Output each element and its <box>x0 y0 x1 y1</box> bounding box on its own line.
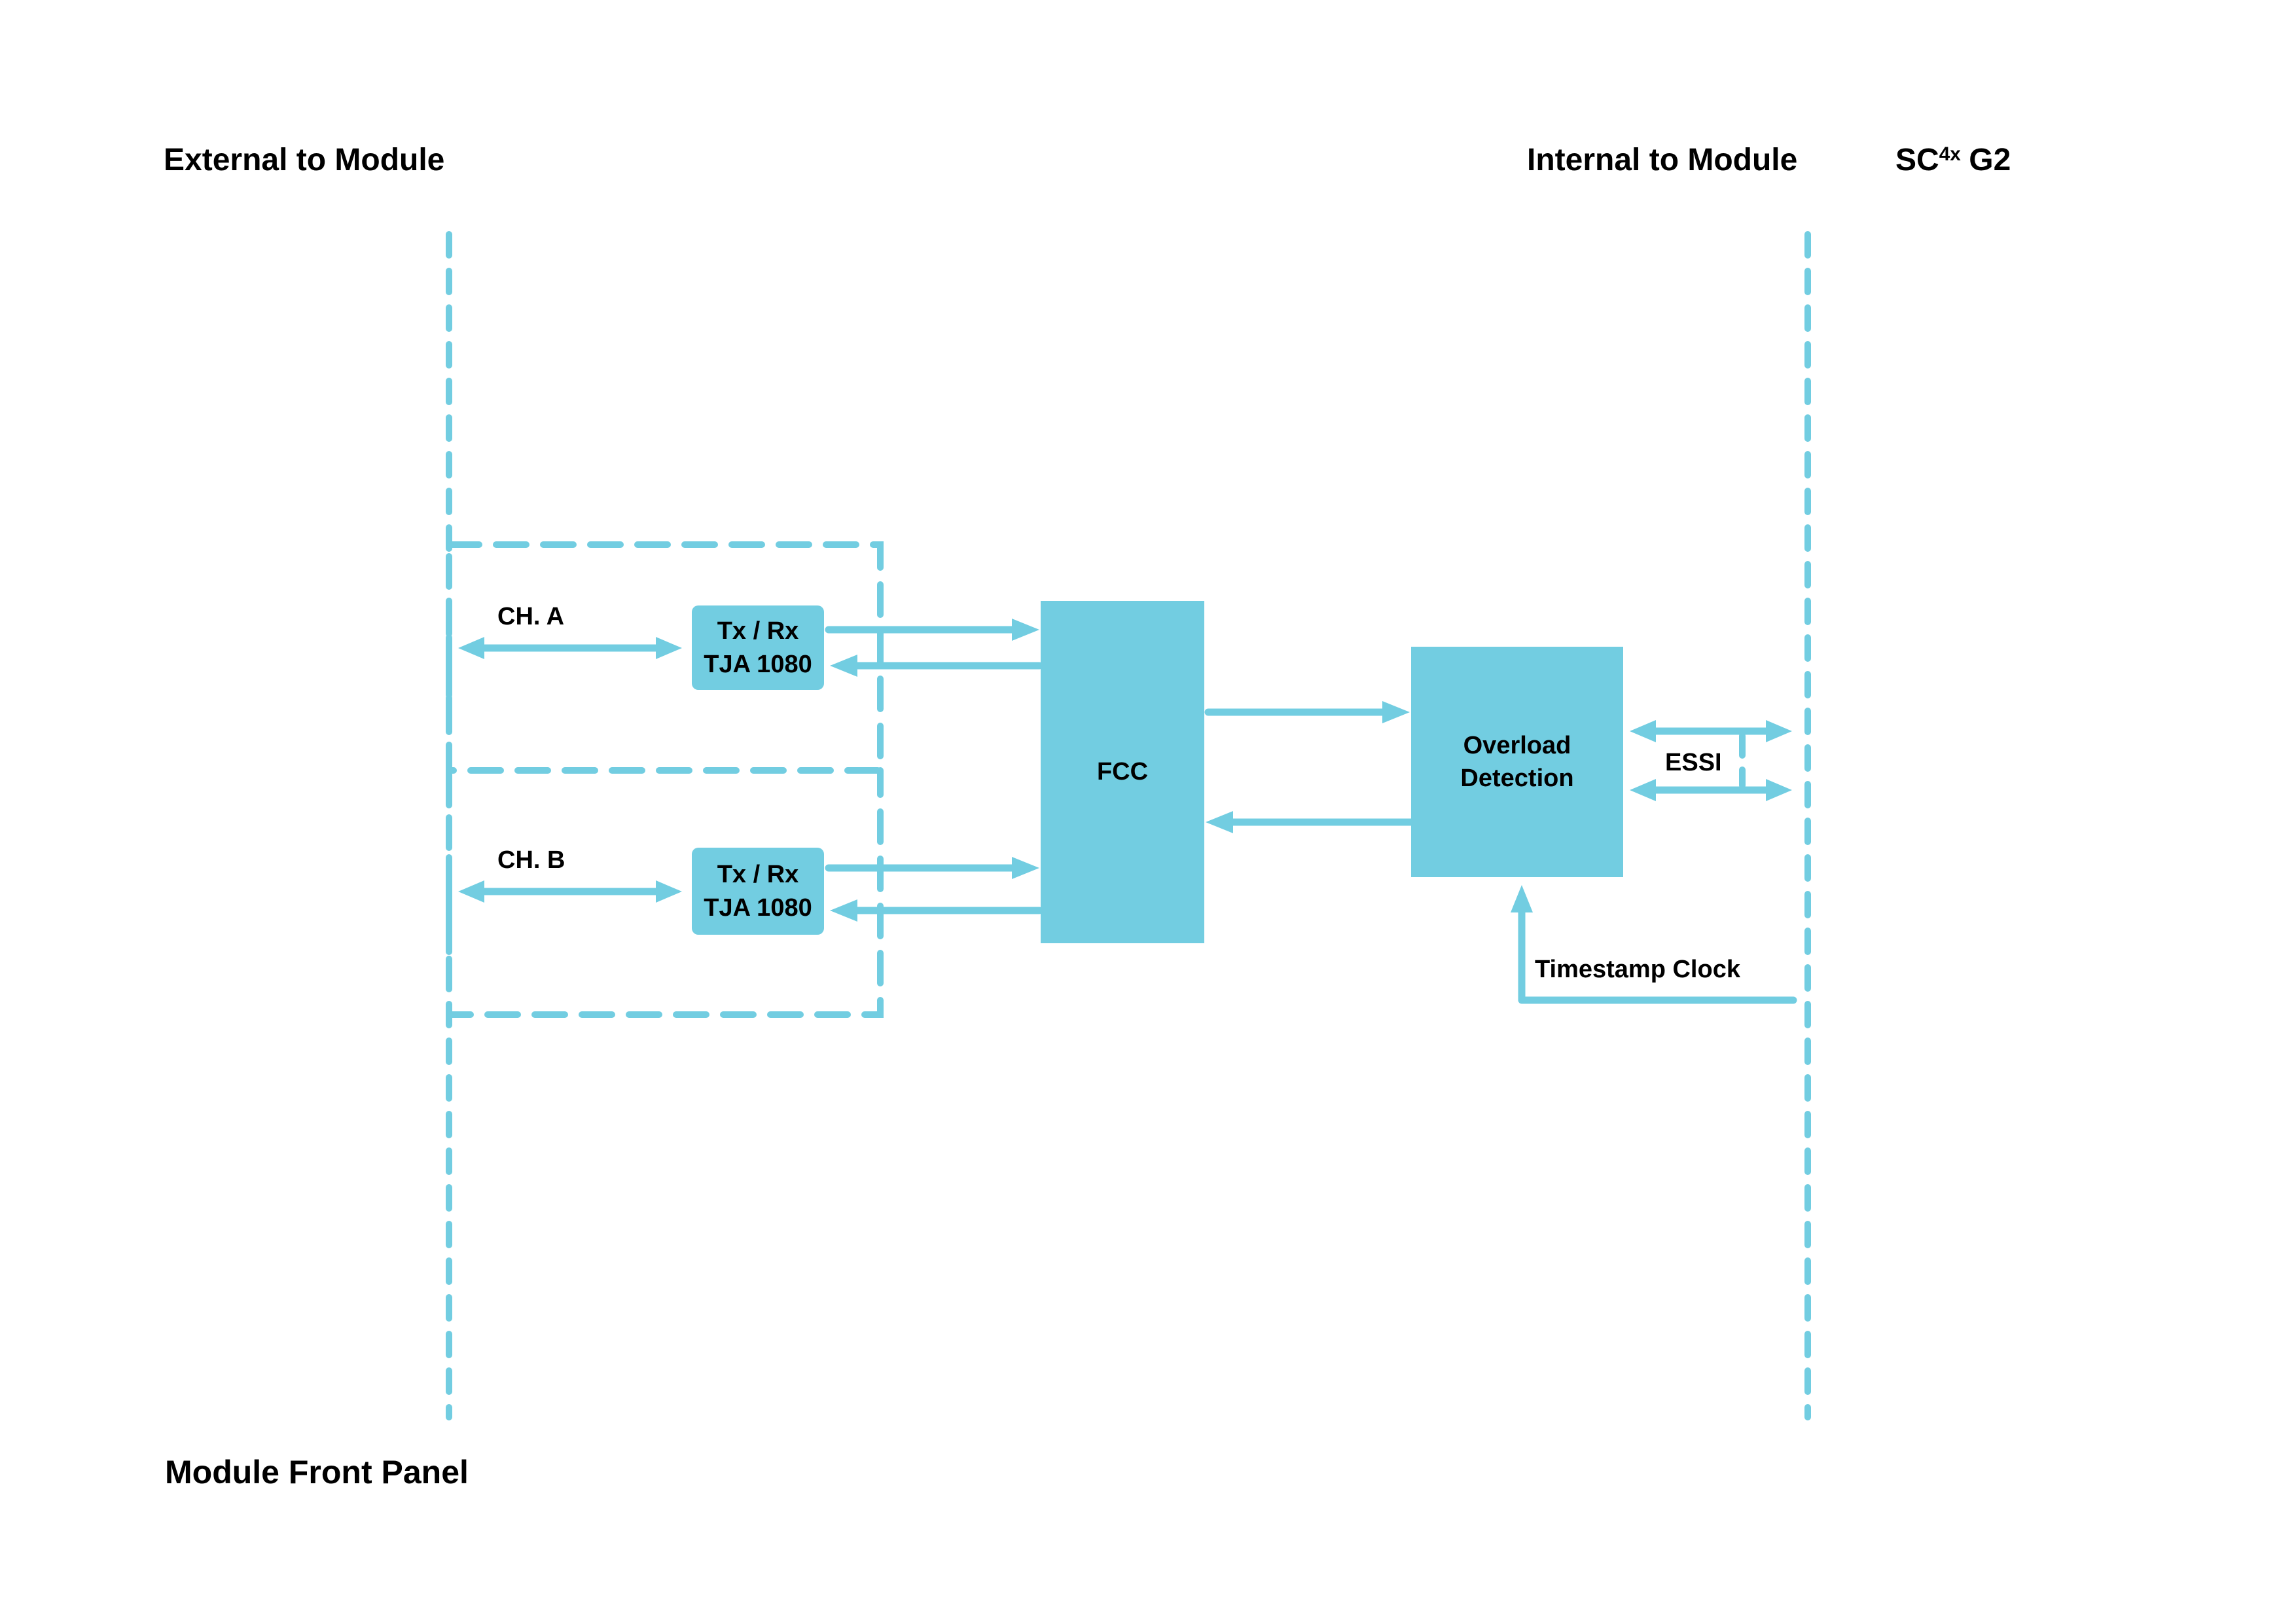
txrx-b-line2: TJA 1080 <box>704 893 812 922</box>
ch-b-label: CH. B <box>497 846 565 874</box>
overload-to-fcc-arrow <box>1206 811 1415 833</box>
ch-a-label: CH. A <box>497 603 565 630</box>
fcc-to-overload-arrow <box>1204 701 1410 723</box>
txrx-a-label: Tx / Rx TJA 1080 <box>692 605 824 690</box>
overload-line1: Overload <box>1463 731 1571 759</box>
product-title-base: SC <box>1895 143 1939 177</box>
overload-detection-box <box>1411 647 1623 877</box>
txrx-a-to-fcc-arrow <box>825 619 1039 641</box>
txrx-b-label: Tx / Rx TJA 1080 <box>692 848 824 935</box>
ch-b-bidirectional-arrow <box>458 880 682 903</box>
internal-to-module-title: Internal to Module <box>1527 143 1798 177</box>
ch-a-bidirectional-arrow <box>458 637 682 659</box>
overload-line2: Detection <box>1460 765 1574 792</box>
txrx-b-line1: Tx / Rx <box>717 861 799 889</box>
fcc-box <box>1041 601 1204 943</box>
txrx-b-box <box>692 848 824 935</box>
txrx-a-box <box>692 605 824 690</box>
fcc-to-txrx-b-arrow <box>830 899 1043 922</box>
channel-b-dashed-zone <box>446 767 884 1018</box>
overload-detection-label: Overload Detection <box>1411 647 1623 877</box>
txrx-b-to-fcc-arrow <box>825 857 1039 879</box>
product-title-superscript: 4x <box>1939 143 1961 166</box>
txrx-a-line2: TJA 1080 <box>704 650 812 678</box>
product-title: SC4x G2 <box>1895 145 2011 176</box>
product-title-rest: G2 <box>1969 143 2011 177</box>
fcc-label: FCC <box>1096 758 1149 786</box>
essi-lower-bidirectional-arrow <box>1630 779 1792 801</box>
essi-upper-bidirectional-arrow <box>1630 720 1792 742</box>
essi-label: ESSI <box>1665 749 1722 776</box>
external-to-module-title: External to Module <box>164 143 445 177</box>
module-front-panel-title: Module Front Panel <box>165 1454 469 1490</box>
timestamp-clock-label: Timestamp Clock <box>1535 956 1740 983</box>
txrx-a-line1: Tx / Rx <box>717 617 799 645</box>
fcc-to-txrx-a-arrow <box>830 655 1043 677</box>
timestamp-clock-arrow <box>1511 885 1797 1004</box>
